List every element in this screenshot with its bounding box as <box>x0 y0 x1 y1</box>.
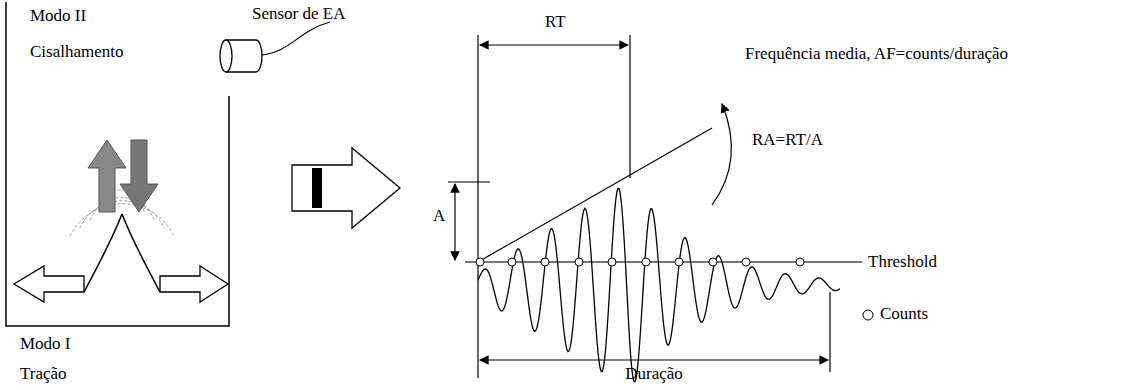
dimension-label: RT <box>545 12 566 32</box>
hollow-arrow-bar <box>312 168 322 208</box>
count-markers <box>476 258 804 266</box>
shear-arrow-up <box>88 140 126 212</box>
count-marker <box>675 258 683 266</box>
count-marker <box>508 258 516 266</box>
count-marker <box>742 258 750 266</box>
dimension-label: Duração <box>625 364 683 384</box>
hollow-arrow <box>292 148 400 228</box>
count-marker <box>709 258 717 266</box>
wave-arcs <box>70 190 174 236</box>
waveform <box>478 188 840 381</box>
dimension-lines <box>448 35 830 378</box>
count-marker <box>476 258 484 266</box>
mode-label: Cisalhamento <box>30 42 123 62</box>
legend-label: Counts <box>880 304 928 324</box>
threshold-label: Threshold <box>868 252 937 272</box>
counts-symbol <box>863 310 873 320</box>
tension-arrow-right <box>160 266 228 302</box>
mode-label: Modo I <box>20 334 71 354</box>
mode-label: Modo II <box>30 6 86 26</box>
ae-sensor <box>220 22 330 72</box>
sensor-label: Sensor de EA <box>252 4 345 24</box>
shear-arrow-down <box>120 140 158 212</box>
specimen-outline <box>6 2 229 326</box>
mode-label: Tração <box>20 364 67 384</box>
tension-arrow-left <box>14 266 84 302</box>
count-marker <box>541 258 549 266</box>
count-marker <box>608 258 616 266</box>
crack <box>84 214 160 292</box>
formula-label: Frequência media, AF=counts/duração <box>745 44 1008 64</box>
count-marker <box>796 258 804 266</box>
dimension-label: A <box>433 206 445 226</box>
count-marker <box>642 258 650 266</box>
formula-label: RA=RT/A <box>752 130 823 150</box>
count-marker <box>575 258 583 266</box>
